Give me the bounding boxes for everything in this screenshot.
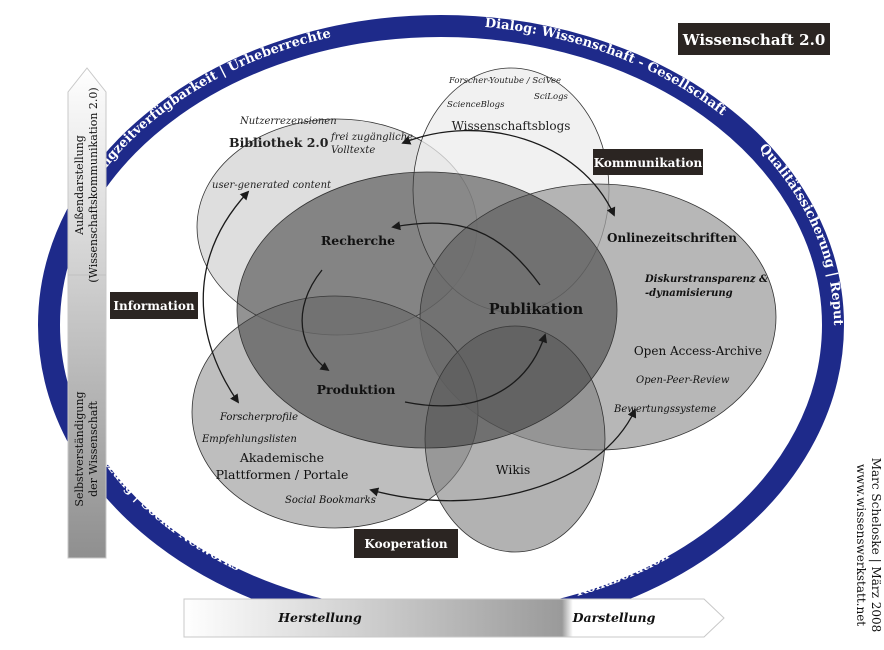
kommunikation-label: Kommunikation — [594, 156, 703, 170]
acad-bookmarks: Social Bookmarks — [285, 495, 376, 506]
publikation-label: Publikation — [489, 301, 584, 318]
acad-title-1: Akademische — [239, 450, 324, 465]
online-diskurs-1: Diskurstransparenz & — [644, 274, 768, 285]
arrow-publikation-recherche — [391, 221, 541, 286]
acad-title-2: Plattformen / Portale — [216, 467, 349, 482]
information-label: Information — [113, 299, 194, 313]
left-arrow — [67, 67, 107, 559]
acad-empfehlungslisten: Empfehlungslisten — [201, 434, 297, 445]
left-arrow-top-2: (Wissenschaftskommunikation 2.0) — [87, 87, 100, 282]
title-box — [678, 23, 830, 55]
produktion-label: Produktion — [317, 382, 396, 397]
recherche-label: Recherche — [321, 233, 395, 248]
arrow-kooperation — [369, 408, 637, 502]
arrow-kommunikation — [401, 130, 616, 217]
information-box — [110, 292, 198, 319]
bib-nutzerrezensionen: Nutzerrezensionen — [239, 116, 337, 127]
acad-forscherprofile: Forscherprofile — [219, 412, 298, 423]
kommunikation-box — [593, 149, 703, 175]
left-arrow-bottom-2: der Wissenschaft — [87, 401, 100, 497]
bib-frei-1: frei zugängliche — [330, 132, 413, 143]
credit-line2: www.wissenswerkstatt.net — [854, 464, 868, 626]
credit-line1: Marc Scheloske | März 2008 — [869, 458, 883, 633]
bib-title: Bibliothek 2.0 — [229, 135, 329, 150]
title-text: Wissenschaft 2.0 — [682, 31, 826, 49]
bottom-arrow-right: Darstellung — [572, 610, 656, 625]
bottom-arrow — [183, 598, 725, 638]
blogs-scilogs: SciLogs — [534, 92, 569, 102]
bib-ugc: user-generated content — [212, 180, 332, 191]
online-oa: Open Access-Archive — [634, 344, 762, 358]
online-bewertung: Bewertungssysteme — [613, 404, 716, 415]
blogs-scienceblogs: ScienceBlogs — [447, 100, 505, 110]
bib-frei-2: Volltexte — [331, 145, 375, 156]
left-arrow-top-1: Außendarstellung — [73, 135, 86, 236]
wikis-label: Wikis — [496, 462, 531, 477]
bottom-arrow-left: Herstellung — [277, 610, 362, 625]
blogs-youtube: Forscher-Youtube / SciVee — [448, 76, 561, 86]
kooperation-box — [354, 529, 458, 558]
online-diskurs-2: -dynamisierung — [645, 288, 733, 299]
arrow-produktion-publikation — [404, 333, 548, 407]
online-opr: Open-Peer-Review — [636, 375, 730, 386]
kooperation-label: Kooperation — [364, 537, 447, 551]
arrow-information — [202, 190, 250, 404]
arrow-recherche-produktion — [301, 269, 330, 372]
left-arrow-bottom-1: Selbstverständigung — [73, 391, 86, 506]
online-title: Onlinezeitschriften — [607, 231, 737, 245]
blogs-title: Wissenschaftsblogs — [452, 119, 571, 133]
